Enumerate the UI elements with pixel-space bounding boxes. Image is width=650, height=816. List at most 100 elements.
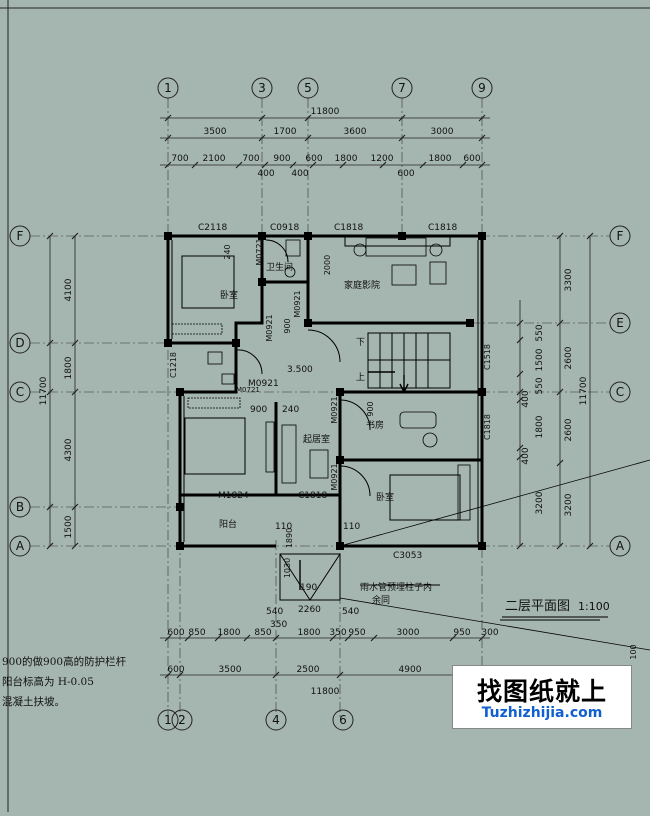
room-home-theater: 家庭影院 [344,279,380,291]
dim-right-inner-1: 1500 [535,348,545,371]
dim-top-r2-7: 1800 [429,154,452,164]
axis-bottom-1: 1 [164,713,172,727]
dim-bot-r1-9: 300 [481,628,498,638]
label-down: 下 [356,338,365,348]
left-dimensions: 11700 4100 1800 4300 1500 [39,278,74,538]
dim-top-r2-3: 900 [273,154,290,164]
label-d240a: 240 [223,244,232,259]
axis-right-E: E [616,316,624,330]
dim-top-r3-2: 600 [397,169,414,179]
label-d900c: 900 [366,401,375,416]
bottom-dimensions: 600 850 1800 850 1800 350 950 3000 950 3… [167,628,498,697]
dim-right-inner-4: 1800 [535,415,545,438]
label-m0921c: M0921 [265,314,274,341]
dim-bot-r1-2: 1800 [218,628,241,638]
label-level: 3.500 [287,365,313,375]
dim-top-r1-1: 1700 [274,127,297,137]
dim-right-outer-3: 3200 [564,493,574,516]
dim-top-r3-0: 400 [257,169,274,179]
dim-right-inner-5: 400 [521,447,531,464]
dim-top-r2-1: 2100 [203,154,226,164]
note-line-3: 混凝土扶坡。 [2,696,65,708]
label-c3053: C3053 [393,551,422,561]
dim-bot-r1-1: 850 [188,628,205,638]
label-d2260: 2260 [298,605,321,615]
dim-top-r2-2: 700 [242,154,259,164]
label-c1518: C1518 [483,344,492,370]
dim-top-r1-0: 3500 [204,127,227,137]
dim-top-r2-5: 1800 [335,154,358,164]
dim-right-total: 11700 [579,376,589,405]
axis-bottom-6: 6 [339,713,347,727]
axis-top-3: 3 [258,81,266,95]
label-c2118: C2118 [198,223,227,233]
room-balcony: 阳台 [219,518,237,530]
label-d540a: 540 [266,607,283,617]
axis-top-1: 1 [164,81,172,95]
label-m0921e: M0921 [330,463,339,490]
dim-top-r2-8: 600 [463,154,480,164]
dim-right-inner-6: 3200 [535,491,545,514]
label-c1818d: C1818 [483,414,492,440]
axis-bubbles [9,77,631,731]
label-d1890: 1890 [285,528,294,548]
label-m0921d: M0921 [330,396,339,423]
room-bedroom-nw: 卧室 [220,289,238,301]
label-m0921a: M0921 [248,379,279,389]
axis-grid [30,98,610,720]
label-up: 上 [356,372,365,383]
label-m1824: M1824 [218,491,249,501]
dim-bot-r2-2: 2500 [297,665,320,675]
label-d110a: 110 [275,522,292,532]
axis-right-A: A [616,539,625,553]
axis-right-C: C [616,385,624,399]
axis-top-5: 5 [304,81,312,95]
dim-top-r1-3: 3000 [431,127,454,137]
label-d110b: 110 [343,522,360,532]
axis-left-F: F [17,229,24,243]
label-rain-2: 余同 [372,594,390,606]
top-dimensions: 11800 3500 1700 3600 3000 700 2100 700 9… [171,107,480,179]
dim-bot-r2-1: 3500 [219,665,242,675]
label-d350: 350 [270,620,287,630]
axis-bottom-2: 2 [178,713,186,727]
watermark-box: 找图纸就上 Tuzhizhijia.com [452,665,632,729]
dim-right-outer-1: 2600 [564,346,574,369]
axis-left-B: B [16,500,24,514]
note-line-1: 900的做900高的防护栏杆 [2,656,127,668]
furniture [171,237,471,521]
axis-left-C: C [16,385,24,399]
label-c1818a: C1818 [334,223,363,233]
label-d900a: 900 [283,318,292,333]
label-d540b: 540 [342,607,359,617]
dim-right-outer-2: 2600 [564,418,574,441]
dim-left-3: 1500 [64,515,74,538]
dim-top-r3-1: 400 [291,169,308,179]
watermark-url: Tuzhizhijia.com [481,705,603,721]
dim-left-2: 4300 [64,438,74,461]
dim-bot-r1-3: 850 [254,628,271,638]
dim-right-inner-2: 550 [535,377,545,394]
dim-bot-r2-3: 4900 [399,665,422,675]
dim-left-0: 4100 [64,278,74,301]
dim-top-total: 11800 [311,107,340,117]
axis-left-D: D [15,336,24,350]
dimension-lines [49,117,591,676]
plan-title: 二层平面图 [505,599,570,614]
dim-top-r2-4: 600 [305,154,322,164]
dim-right-inner-0: 550 [535,324,545,341]
label-m0921b: M0921 [293,290,302,317]
note-line-2: 阳台标高为 H-0.05 [2,676,94,688]
dim-bot-r1-0: 600 [167,628,184,638]
dim-bot-r1-5: 350 [329,628,346,638]
axis-bottom-4: 4 [272,713,280,727]
plan-scale: 1:100 [578,600,610,613]
right-dimensions: 11700 3300 2600 2600 3200 550 1500 550 4… [521,268,589,516]
axis-right-F: F [617,229,624,243]
label-d100: 100 [629,644,638,659]
label-rain-1: 雨水管预埋柱子内 [360,581,432,593]
plan-labels-rotated: M0721 240 2000 M0921 M0921 900 C1218 C15… [169,238,638,659]
axis-top-9: 9 [478,81,486,95]
